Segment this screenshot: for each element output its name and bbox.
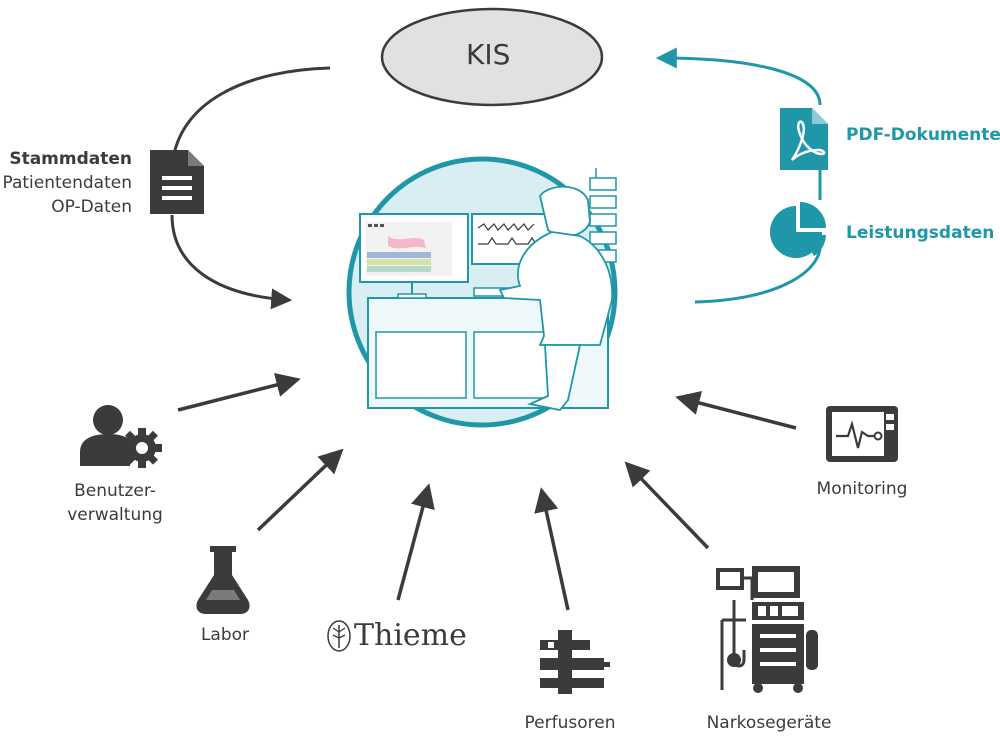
- thieme-label: Thieme: [354, 618, 467, 653]
- lab-label: Labor: [200, 625, 250, 645]
- thieme-tree-icon: [327, 620, 351, 652]
- document-icon: [150, 150, 204, 214]
- anesthesia-label: Narkosegeräte: [706, 713, 832, 733]
- flask-icon: [196, 546, 250, 614]
- user-admin-label-line1: Benutzer-: [74, 481, 156, 501]
- service-data-label: Leistungsdaten: [846, 223, 995, 243]
- pdf-documents-label: PDF-Dokumente: [846, 125, 1000, 145]
- kis-to-center-arrow: [170, 66, 331, 300]
- master-data-label: Stammdaten: [9, 149, 132, 169]
- op-data-label: OP-Daten: [51, 197, 132, 217]
- lab-arrow: [256, 448, 344, 532]
- kis-label: KIS: [466, 38, 511, 71]
- perfusor-icon: [540, 630, 610, 694]
- perfusors-label: Perfusoren: [524, 713, 616, 733]
- perfusors-arrow: [534, 487, 570, 611]
- patient-data-label: Patientendaten: [2, 173, 132, 193]
- user-admin-label-line2: verwaltung: [67, 505, 163, 525]
- anesthesia-arrow: [624, 461, 710, 550]
- user-gear-icon: [80, 405, 162, 468]
- thieme-arrow: [396, 483, 435, 601]
- pie-chart-icon: [770, 202, 826, 258]
- pdf-icon: [780, 108, 828, 170]
- monitoring-label: Monitoring: [816, 479, 908, 499]
- anesthesiologist-illustration: [346, 156, 618, 428]
- user-admin-arrow: [177, 372, 301, 412]
- center-to-kis-arrow: [660, 58, 822, 304]
- monitor-icon: [826, 406, 898, 462]
- anesthesia-machine-icon: [716, 566, 818, 693]
- monitoring-arrow: [675, 391, 797, 430]
- kis-node: [380, 7, 604, 107]
